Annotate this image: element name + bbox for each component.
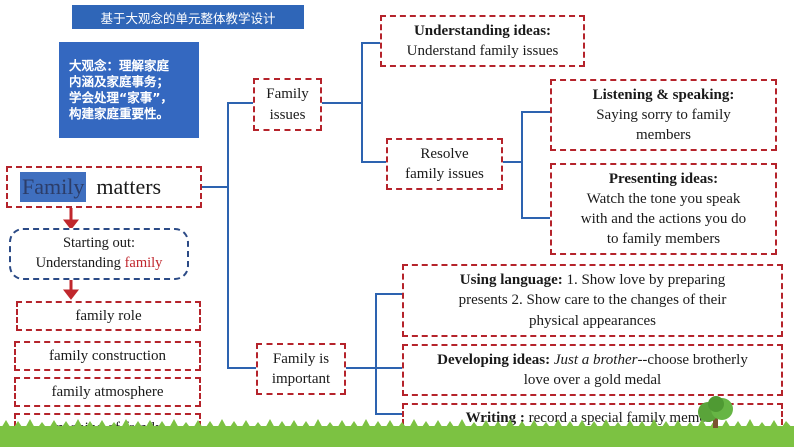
starting-out-heading: Starting out: <box>62 235 136 252</box>
node-resolve-family-issues: Resolve family issues <box>386 138 503 190</box>
big-idea-line-1: 大观念：理解家庭 <box>69 57 170 73</box>
understanding-heading: Understanding ideas: <box>413 22 552 39</box>
big-idea-line-3: 学会处理“家事”， <box>69 90 173 105</box>
root-node-family-matters: Family matters <box>6 166 202 208</box>
big-idea-line-4: 构建家庭重要性。 <box>69 106 170 122</box>
node-developing-ideas: Developing ideas: Just a brother--choose… <box>402 344 783 396</box>
big-idea-line-2: 内涵及家庭事务； <box>69 73 170 89</box>
connector-to-writing <box>375 368 402 415</box>
aspect-family-atmosphere: family atmosphere <box>14 377 201 407</box>
resolve-line-2: family issues <box>405 166 484 182</box>
node-family-is-important: Family is important <box>256 343 346 395</box>
presenting-line-2: with and the actions you do <box>580 211 747 227</box>
aspect-family-construction: family construction <box>14 341 201 371</box>
connector-to-family-important <box>227 187 256 369</box>
listening-line-1: Saying sorry to family <box>596 106 731 123</box>
connector-to-resolve <box>361 103 386 163</box>
arrow-head-1 <box>62 219 80 230</box>
resolve-line-1: Resolve <box>420 145 469 162</box>
root-highlight-word: Family <box>20 172 87 202</box>
tree-icon <box>698 396 733 428</box>
node-family-issues: Family issues <box>253 78 322 131</box>
connector-to-using-language <box>346 293 402 369</box>
root-rest-word: matters <box>96 174 162 200</box>
starting-out-box: Starting out: Understanding family <box>9 228 189 280</box>
ground-strip <box>0 426 794 447</box>
presenting-line-1: Watch the tone you speak <box>586 190 741 207</box>
family-important-line-2: important <box>271 371 331 387</box>
connector-to-family-issues <box>202 102 253 188</box>
connector-to-presenting <box>521 162 550 219</box>
connector-to-understanding <box>322 42 380 104</box>
listening-heading: Listening & speaking: <box>592 86 735 103</box>
listening-line-2: members <box>636 127 691 144</box>
understanding-text: Understand family issues <box>406 43 559 59</box>
family-issues-line-2: issues <box>269 106 306 123</box>
starting-out-emphasis: family <box>124 255 163 271</box>
developing-line-2: love over a gold medal <box>523 372 662 388</box>
using-language-heading: Using language: <box>459 272 563 289</box>
using-language-line-1: Using language: 1. Show love by preparin… <box>459 272 726 289</box>
developing-story-title: Just a brother <box>553 351 638 368</box>
connector-to-listening <box>503 111 550 163</box>
big-idea-box: 大观念：理解家庭 内涵及家庭事务； 学会处理“家事”， 构建家庭重要性。 <box>59 42 199 138</box>
using-language-line-3: physical appearances <box>528 312 657 329</box>
node-using-language: Using language: 1. Show love by preparin… <box>402 264 783 337</box>
family-important-line-1: Family is <box>272 350 330 367</box>
node-listening-speaking: Listening & speaking: Saying sorry to fa… <box>550 79 777 151</box>
node-presenting-ideas: Presenting ideas: Watch the tone you spe… <box>550 163 777 255</box>
arrow-head-2 <box>62 289 80 300</box>
node-understanding-ideas: Understanding ideas: Understand family i… <box>380 15 585 67</box>
starting-out-text: Understanding family <box>35 255 163 271</box>
family-issues-line-1: Family <box>266 86 309 103</box>
using-language-line-2: presents 2. Show care to the changes of … <box>458 292 727 309</box>
presenting-line-3: to family members <box>606 231 721 248</box>
developing-heading: Developing ideas: <box>437 351 551 368</box>
presenting-heading: Presenting ideas: <box>608 170 719 187</box>
aspect-family-role: family role <box>16 301 201 331</box>
page-title: 基于大观念的单元整体教学设计 <box>72 5 304 29</box>
developing-line-1: Developing ideas: Just a brother--choose… <box>437 351 748 368</box>
